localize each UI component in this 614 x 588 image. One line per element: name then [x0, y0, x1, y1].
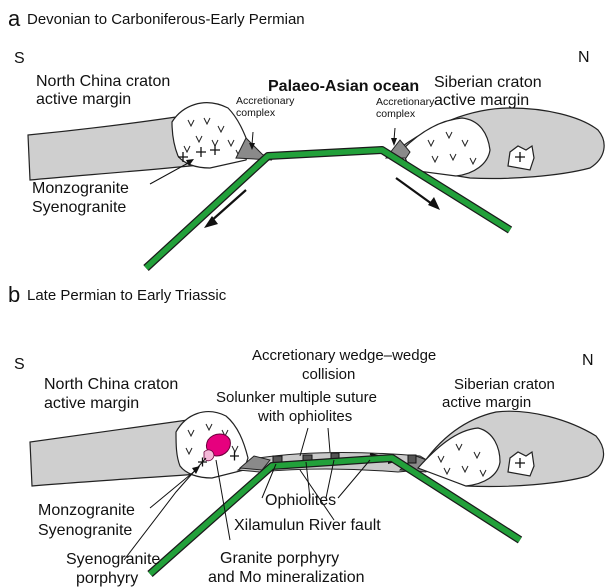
panel-a-north: N: [578, 49, 590, 66]
panel-a-sib-label-1: Siberian craton: [434, 74, 542, 91]
panel-a-ncc-label-2: active margin: [36, 91, 131, 108]
panel-a-acc-right-1: Accretionary: [376, 96, 435, 108]
panel-b-south: S: [14, 356, 25, 373]
panel-a-acc-left-1: Accretionary: [236, 95, 295, 107]
panel-b-north: N: [582, 352, 594, 369]
panel-a-south: S: [14, 50, 25, 67]
panel-b-ncc-label-2: active margin: [44, 395, 139, 412]
panel-b-ophiolites-label: Ophiolites: [265, 492, 336, 509]
panel-b-ncc-label-1: North China craton: [44, 376, 178, 393]
panel-b-wedge-label-2: collision: [302, 366, 355, 383]
panel-b-fault-label: Xilamulun River fault: [234, 517, 381, 534]
panel-b-suture-label-2: with ophiolites: [257, 408, 352, 425]
panel-a-rock-label-1: Monzogranite: [32, 180, 129, 197]
panel-b-granite-label-1: Granite porphyry: [220, 550, 339, 567]
panel-a-rock-label-2: Syenogranite: [32, 199, 126, 216]
panel-b-porphyry-label-1: Syenogranite: [66, 551, 160, 568]
panel-a: a Devonian to Carboniferous-Early Permia…: [8, 6, 604, 268]
panel-b-suture-leaders: [300, 428, 330, 456]
panel-a-acc-left-2: complex: [236, 107, 276, 119]
panel-b-right-magmatic-arc: [418, 428, 500, 486]
panel-b-wedge-label-1: Accretionary wedge–wedge: [252, 347, 436, 364]
panel-b-granite-label-2: and Mo mineralization: [208, 569, 365, 586]
panel-a-sib-label-2: active margin: [434, 92, 529, 109]
panel-b-sib-label-1: Siberian craton: [454, 376, 555, 393]
panel-a-ncc-label-1: North China craton: [36, 73, 170, 90]
panel-b-rock-label-2: Syenogranite: [38, 522, 132, 539]
panel-b: b Late Permian to Early Triassic S N: [8, 282, 604, 587]
panel-b-title: Late Permian to Early Triassic: [27, 287, 227, 304]
panel-b-sib-label-2: active margin: [442, 394, 531, 411]
panel-a-title: Devonian to Carboniferous-Early Permian: [27, 11, 305, 28]
panel-a-acc-right-2: complex: [376, 108, 416, 120]
panel-b-rock-label-1: Monzogranite: [38, 502, 135, 519]
panel-b-letter: b: [8, 282, 20, 307]
panel-b-porphyry-label-2: porphyry: [76, 570, 138, 587]
panel-a-ocean-label: Palaeo-Asian ocean: [268, 78, 419, 95]
panel-a-acc-right-arrow: [391, 128, 397, 146]
panel-a-letter: a: [8, 6, 21, 31]
panel-b-suture-label-1: Solunker multiple suture: [216, 389, 377, 406]
